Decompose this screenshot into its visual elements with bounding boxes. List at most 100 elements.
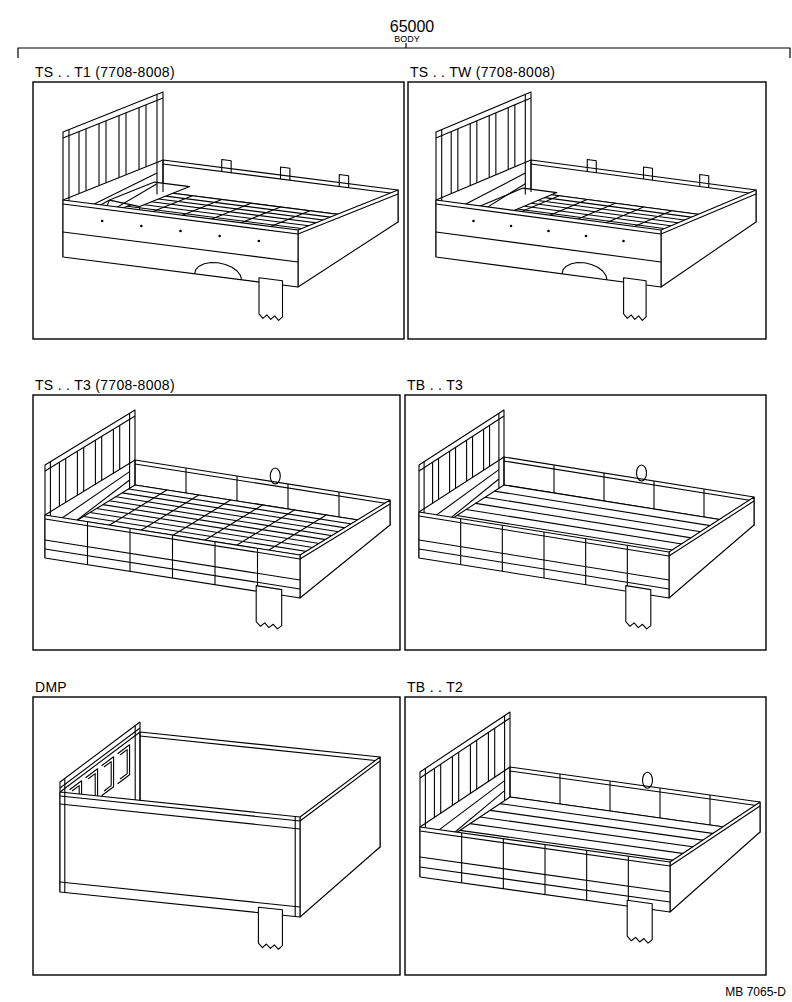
tailgate-rail (669, 501, 754, 556)
side-rail (163, 164, 398, 194)
headboard-bar (458, 752, 459, 801)
headboard-bar (85, 129, 86, 191)
side-rail (295, 817, 296, 917)
rack-post (222, 160, 231, 173)
side-rail (510, 771, 760, 806)
side-panel (63, 200, 298, 287)
stake-post (502, 525, 503, 571)
side-panel (60, 792, 300, 917)
rivet (547, 230, 550, 233)
stake-post (586, 850, 587, 900)
panel: TS . . TW (7708-8008) (408, 64, 766, 339)
headboard-bar (438, 458, 439, 499)
tailgate-rail (661, 194, 756, 234)
stake-post (653, 481, 654, 509)
panel-heading: TS . . T3 (7708-8008) (33, 377, 400, 393)
headboard-post (525, 94, 526, 194)
headboard-bar (451, 132, 452, 194)
wheel-arch (562, 263, 607, 280)
headboard-window (102, 757, 114, 796)
headboard-post (129, 413, 130, 488)
headboard-rail (436, 98, 531, 138)
rivet (179, 230, 182, 233)
headboard-bar (488, 732, 489, 781)
stake-post (214, 542, 215, 585)
group-name: BODY (394, 35, 420, 45)
stake-post (544, 845, 545, 895)
headboard-bar (119, 425, 120, 469)
panel-frame (33, 395, 400, 650)
headboard-bar (105, 121, 106, 183)
headboard-rail (420, 718, 510, 778)
stake-post (627, 545, 628, 591)
rivet (218, 235, 221, 238)
panel-frame (405, 697, 766, 975)
stake-post (185, 468, 186, 493)
headboard-bar (476, 121, 477, 183)
stake-post (460, 519, 461, 565)
side-rail (420, 867, 670, 902)
wheel-arch (195, 263, 242, 280)
panel-frame (408, 82, 766, 339)
stake-post (172, 535, 173, 578)
rack-post (644, 167, 653, 180)
side-panel (45, 515, 300, 598)
headboard-bar (483, 429, 484, 470)
headboard-bar (125, 113, 126, 175)
mud-flap (256, 586, 282, 629)
side-rail (45, 549, 300, 589)
stake-post (236, 476, 237, 501)
headboard-bar (440, 764, 441, 813)
headboard-bar (113, 429, 114, 473)
stake-post (553, 465, 554, 493)
body-illustration (33, 395, 400, 650)
body-illustration (33, 82, 404, 339)
panel-heading: TB . . T3 (405, 377, 766, 393)
rivet (622, 240, 625, 243)
headboard-bar (78, 132, 79, 194)
panel: TB . . T2 (405, 679, 766, 975)
headboard-bar (472, 436, 473, 477)
rope-hook (643, 772, 653, 788)
rivet (472, 220, 475, 223)
panel-heading: TS . . TW (7708-8008) (408, 64, 766, 80)
panel: TS . . T3 (7708-8008) (33, 377, 400, 650)
tailgate (670, 802, 760, 912)
mud-flap (626, 586, 651, 629)
stake-post (628, 856, 629, 906)
panel: DMP (33, 679, 400, 975)
rivet (258, 240, 261, 243)
headboard-bar (83, 447, 84, 491)
headboard-bar (476, 740, 477, 789)
stake-post (609, 781, 610, 811)
mud-flap (258, 907, 282, 949)
headboard-bar (455, 447, 456, 488)
body-illustration (33, 697, 400, 975)
headboard-rail (436, 160, 531, 200)
side-rail (64, 793, 65, 893)
figure-code: MB 7065-D (725, 986, 786, 999)
mud-flap (259, 278, 283, 321)
panel-frame (405, 395, 766, 650)
rivet (140, 225, 143, 228)
bracket-line (18, 48, 790, 58)
side-rail (60, 882, 300, 907)
headboard-bar (495, 113, 496, 175)
headboard-bar (470, 744, 471, 793)
body-illustration (405, 395, 766, 650)
side-rail (60, 804, 300, 829)
panel-heading: TB . . T2 (405, 679, 766, 695)
side-rail (140, 736, 380, 761)
headboard-bar (59, 462, 60, 506)
side-rail (436, 232, 661, 262)
stake-post (559, 774, 560, 804)
side-rail (63, 204, 298, 234)
headboard-bar (145, 105, 146, 167)
headboard-bar (101, 436, 102, 480)
headboard-bar (98, 124, 99, 186)
side-panel (419, 512, 669, 598)
rope-hook (270, 468, 280, 484)
headboard-rail (45, 460, 135, 515)
headboard-bar (95, 440, 96, 484)
